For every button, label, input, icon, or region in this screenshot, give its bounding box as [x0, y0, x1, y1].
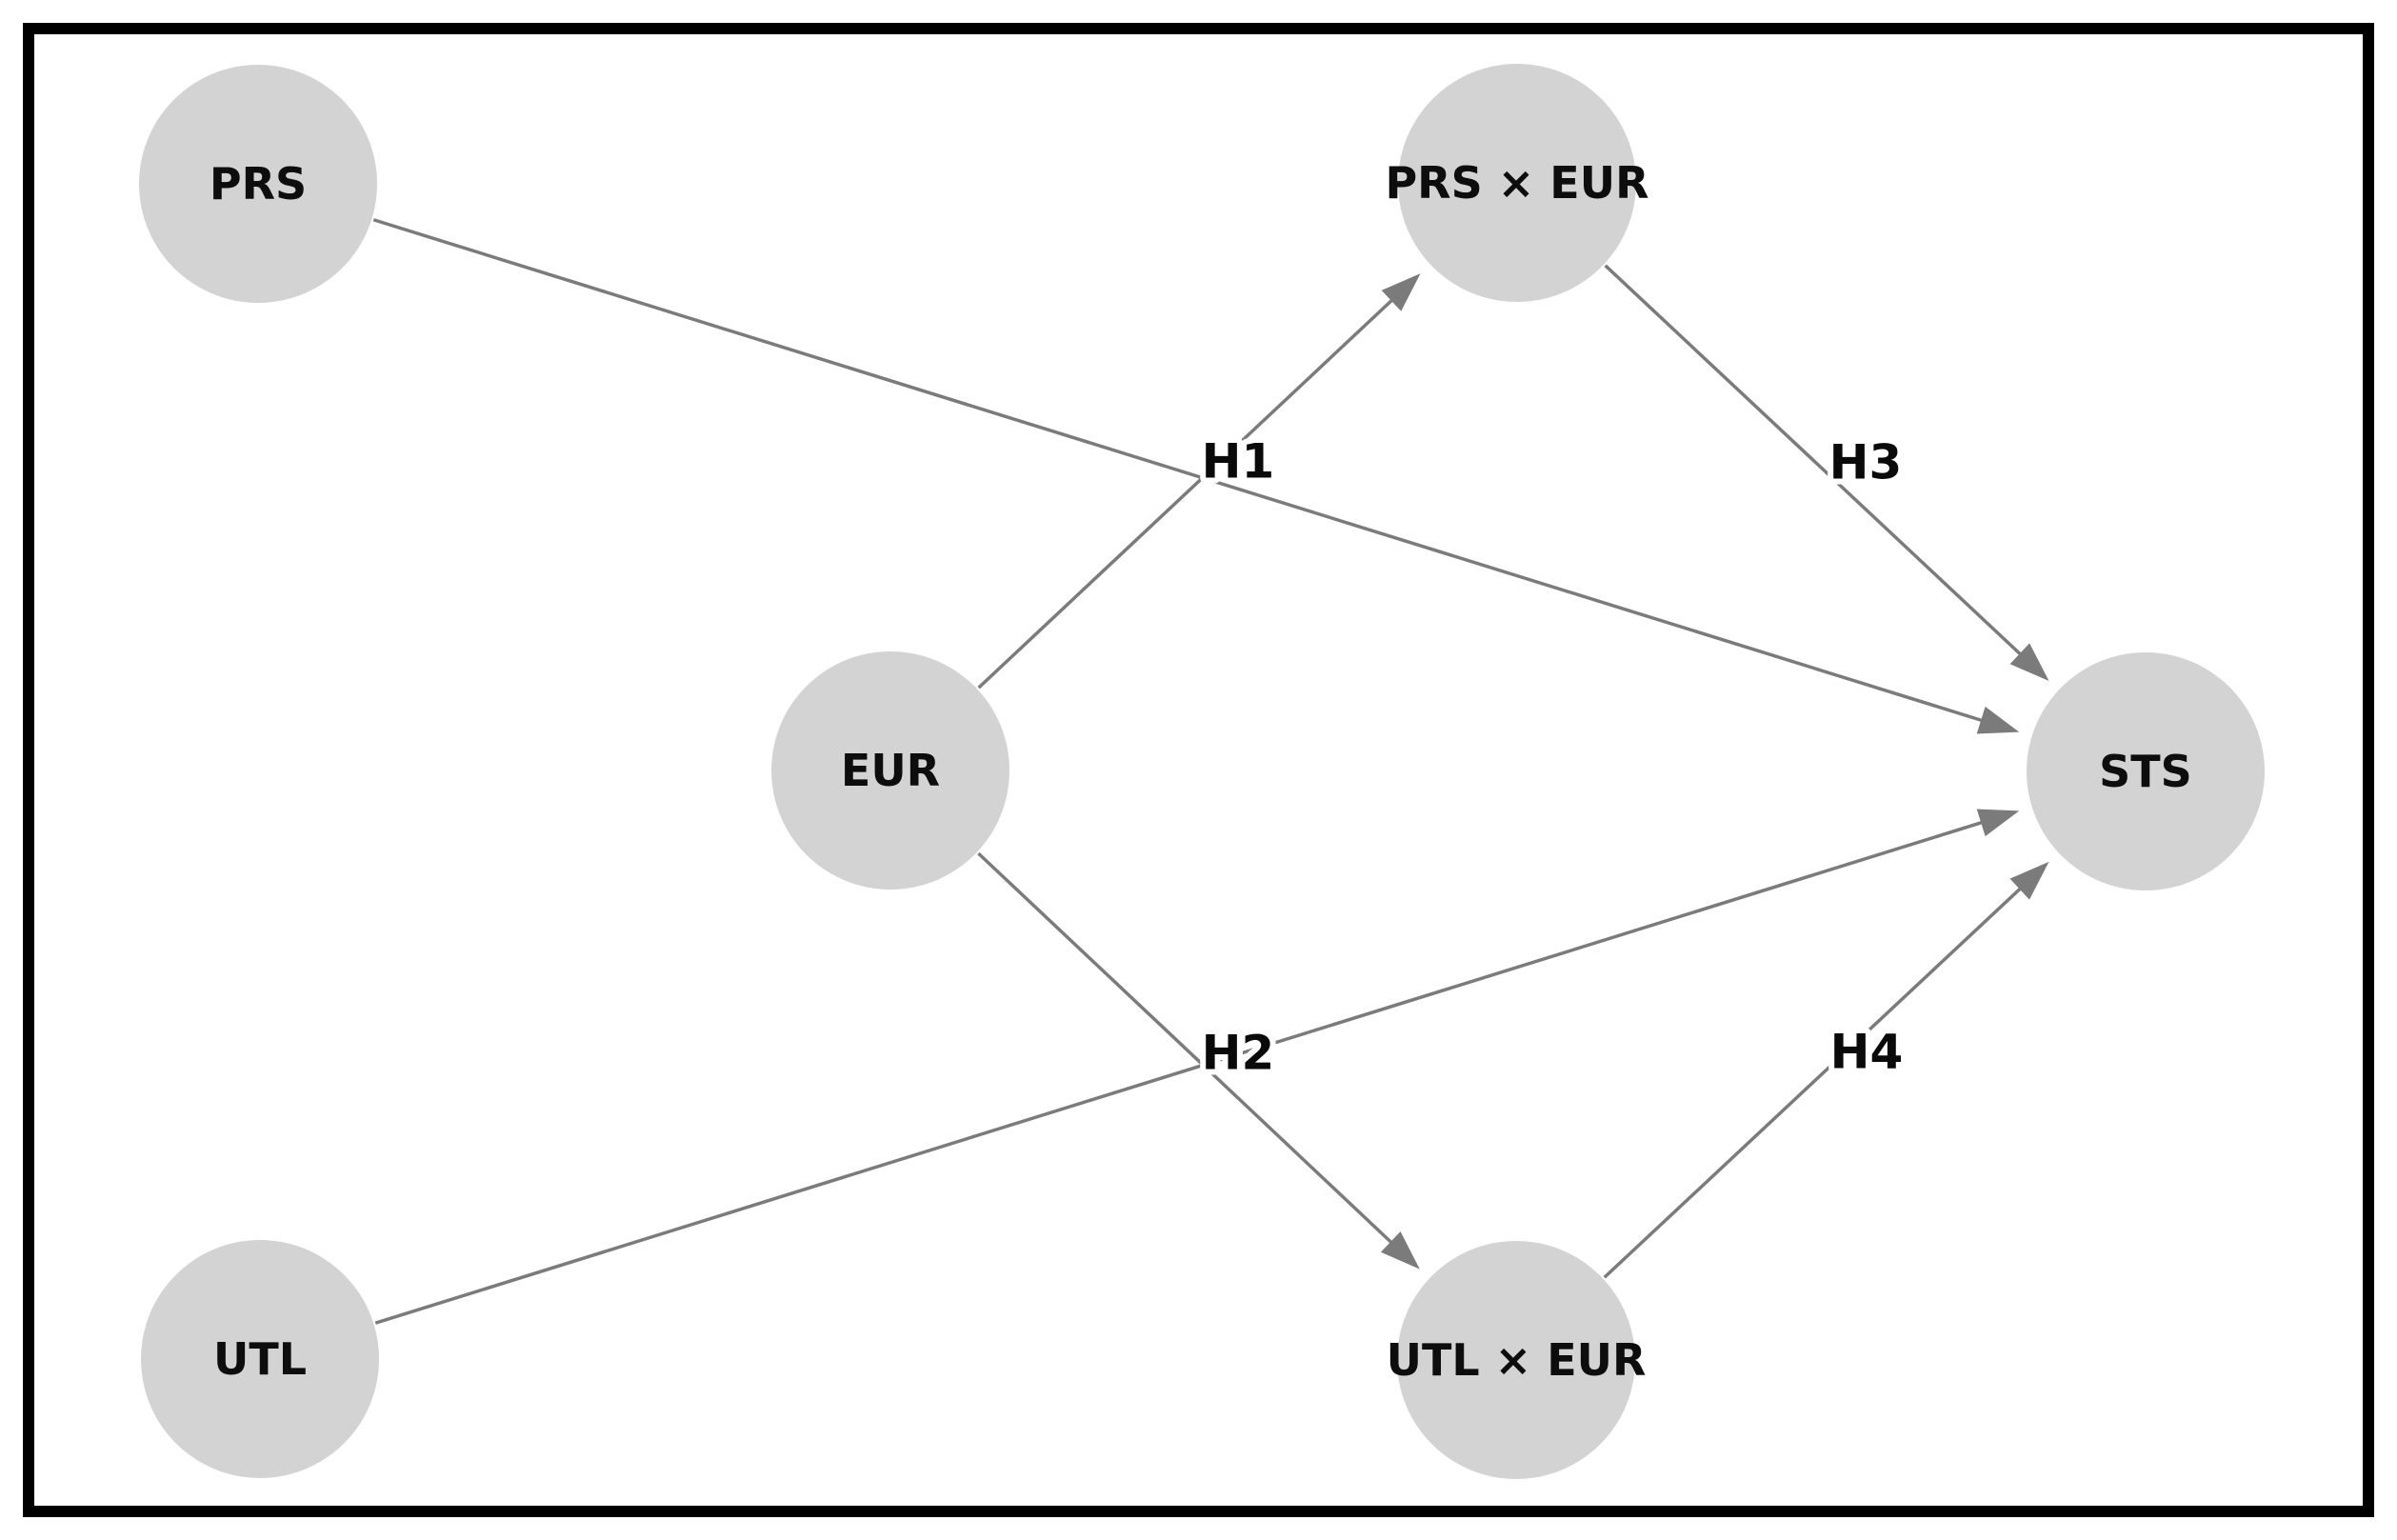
node-UTLxEUR: UTL × EUR — [1387, 1241, 1647, 1479]
node-circle-PRS — [139, 65, 377, 303]
arrowhead-icon — [1380, 1230, 1420, 1270]
hypothesis-label-H2: H2 — [1202, 1026, 1275, 1081]
node-STS: STS — [2027, 652, 2265, 890]
node-label-STS: STS — [2099, 746, 2192, 797]
edge-UTLxEUR-to-STS — [1603, 861, 2049, 1279]
arrowhead-icon — [2009, 861, 2049, 900]
edge-line — [1603, 878, 2031, 1279]
arrowhead-icon — [1976, 706, 2020, 734]
node-UTL: UTL — [141, 1240, 379, 1478]
node-EUR: EUR — [771, 651, 1009, 890]
edge-EUR-to-UTLxEUR — [977, 851, 1420, 1270]
node-circle-UTL — [141, 1240, 379, 1478]
edge-line — [977, 290, 1403, 690]
edge-UTL-to-STS — [374, 809, 2020, 1325]
hypothesis-label-H1: H1 — [1202, 434, 1275, 490]
node-circle-PRSxEUR — [1398, 64, 1636, 302]
edge-EUR-to-PRSxEUR — [977, 273, 1421, 690]
arrowhead-icon — [1976, 809, 2020, 837]
node-label-EUR: EUR — [841, 745, 940, 796]
edge-PRSxEUR-to-STS — [1604, 264, 2049, 681]
edges-layer — [372, 218, 2049, 1325]
arrowhead-icon — [1381, 273, 1421, 311]
nodes-layer: PRS PRS × EUR EUR STS UTL UTL × EUR — [139, 64, 2265, 1479]
node-label-UTL: UTL — [213, 1333, 307, 1385]
edge-PRS-to-STS — [372, 218, 2020, 734]
node-PRS: PRS — [139, 65, 377, 303]
edge-line — [372, 218, 1995, 727]
edge-line — [374, 817, 1995, 1325]
hypothesis-label-H4: H4 — [1830, 1025, 1904, 1080]
hypothesis-label-H3: H3 — [1829, 435, 1903, 490]
node-circle-EUR — [771, 651, 1009, 890]
node-label-UTLxEUR: UTL × EUR — [1387, 1334, 1647, 1386]
node-PRSxEUR: PRS × EUR — [1385, 64, 1649, 302]
node-label-PRSxEUR: PRS × EUR — [1385, 157, 1648, 209]
node-label-PRS: PRS — [210, 158, 307, 210]
edge-line — [1604, 264, 2031, 665]
arrowhead-icon — [2009, 643, 2049, 681]
node-circle-STS — [2027, 652, 2265, 890]
frame-border — [23, 23, 2374, 1517]
edge-line — [977, 851, 1402, 1252]
node-circle-UTLxEUR — [1397, 1241, 1635, 1479]
